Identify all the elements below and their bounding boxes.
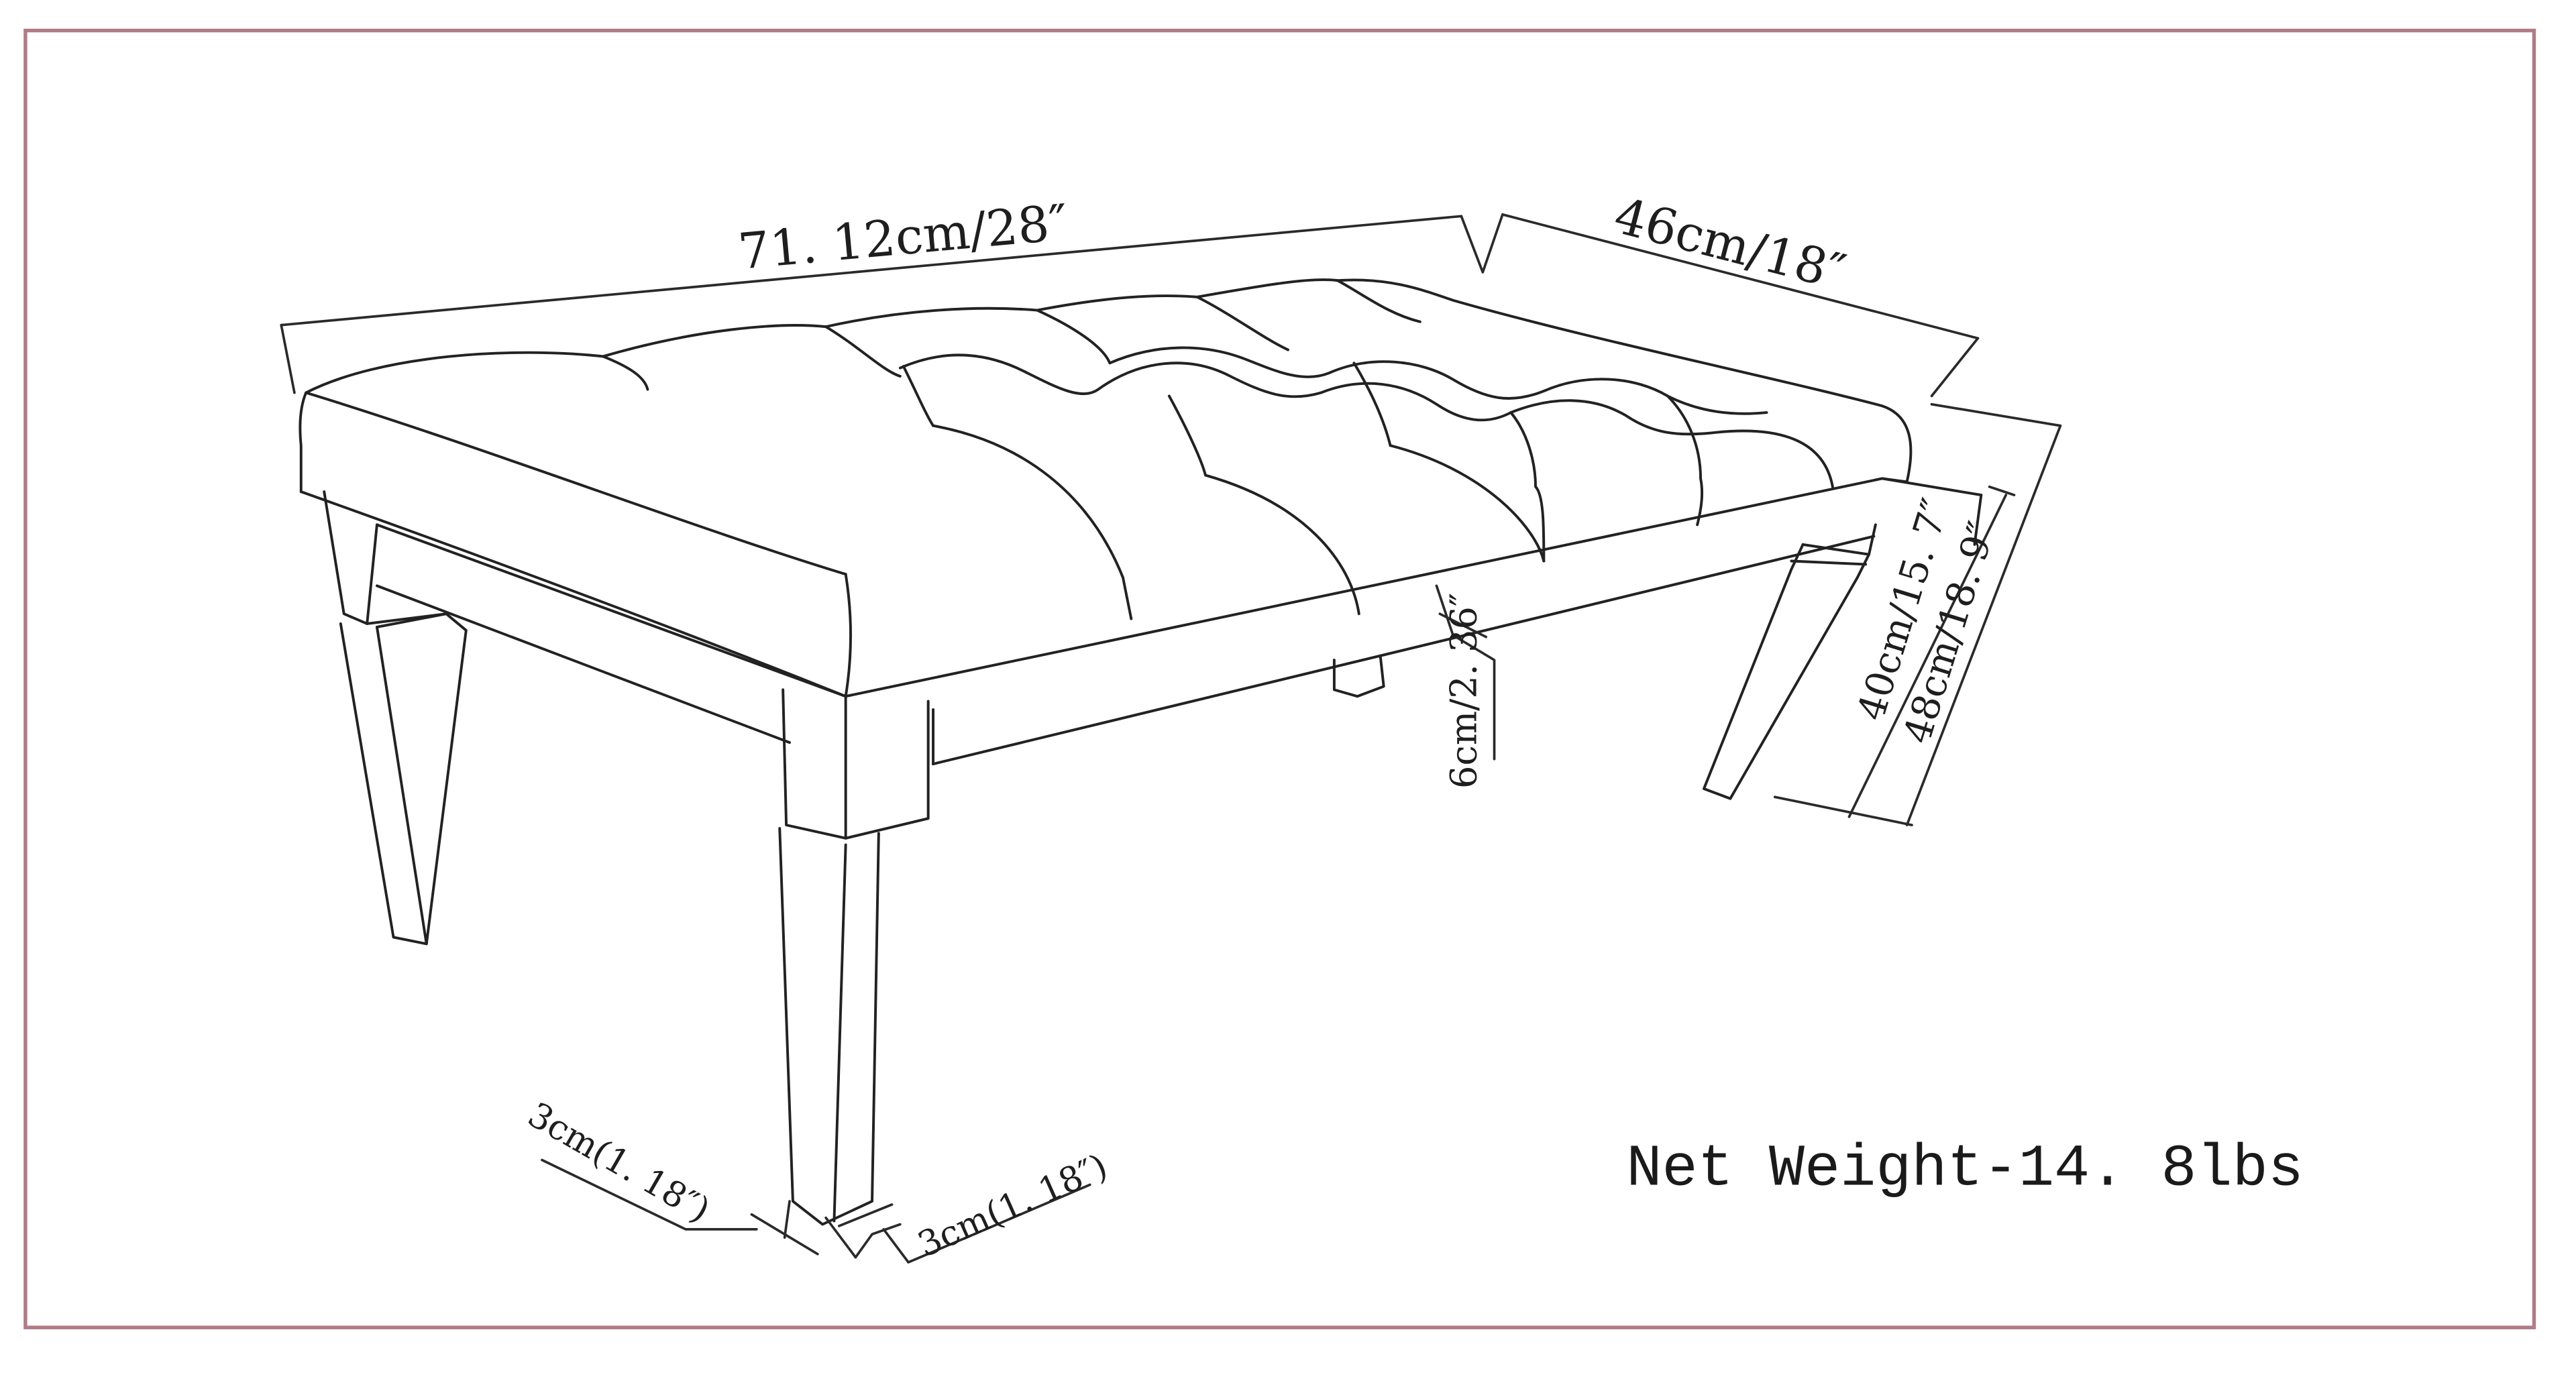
height-dimension-lines — [1773, 402, 2062, 826]
leg-width-right-label: 3cm(1. 18″) — [912, 1146, 1114, 1266]
net-weight-label: Net Weight-14. 8lbs — [1626, 1135, 2304, 1203]
apron-height-dimension — [1435, 584, 1496, 761]
bench-seat — [299, 278, 1913, 698]
leg-back-left — [323, 490, 468, 946]
leg-width-dimensions — [541, 1158, 1091, 1264]
leg-back-middle — [1332, 655, 1385, 698]
leg-front-right — [1703, 523, 1877, 800]
leg-front-left — [778, 688, 930, 1226]
depth-label: 46cm/18″ — [1609, 187, 1851, 302]
length-dimension-line — [280, 213, 1980, 398]
apron-height-label: 6cm/2. 36″ — [1442, 593, 1485, 789]
frame-border — [23, 28, 2536, 1329]
bench-apron — [375, 477, 1983, 766]
